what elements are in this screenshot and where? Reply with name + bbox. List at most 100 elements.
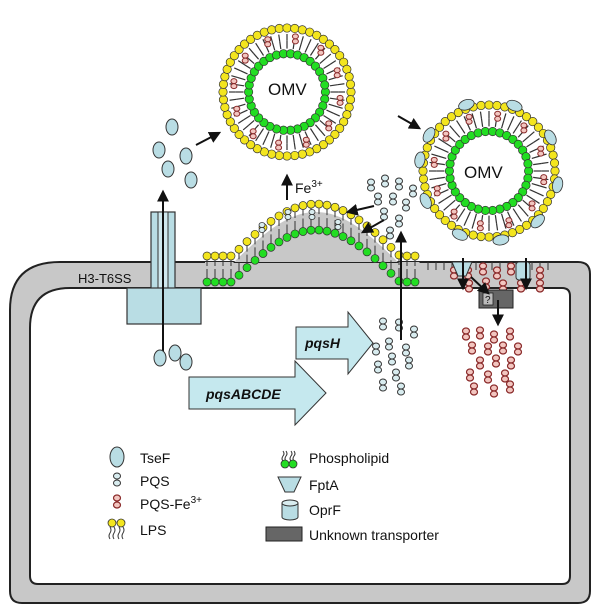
oprf-icon <box>281 499 299 521</box>
pqs-fe-molecule <box>336 94 344 101</box>
tsef-protein <box>506 99 523 112</box>
lps-icon <box>107 518 126 540</box>
tsef-particle <box>179 353 193 371</box>
pqs-fe-molecule <box>491 354 501 362</box>
phospholipid-head <box>386 268 396 278</box>
lps-head <box>297 149 307 159</box>
pqs-molecule <box>409 184 417 192</box>
omv-right <box>414 98 564 246</box>
pqs-molecule <box>385 337 393 345</box>
pqs-fe-molecule <box>302 136 310 143</box>
tsef-particle <box>165 118 179 136</box>
pqs-molecule <box>334 219 342 225</box>
lps-head <box>370 228 380 237</box>
lps-head <box>430 203 440 214</box>
lps-head <box>266 216 276 226</box>
phospholipid-head <box>226 277 236 287</box>
lps-head <box>344 72 354 82</box>
legend-pqs-fe: PQS-Fe3+ <box>140 495 202 512</box>
pqs-molecule <box>284 209 292 215</box>
phospholipid-head <box>338 232 348 241</box>
tsef-particle <box>168 344 182 362</box>
phospholipid-head <box>330 228 340 238</box>
pqs-fe-molecule <box>520 122 528 129</box>
tsef-protein <box>492 234 510 246</box>
pqs-fe-molecule <box>442 130 450 137</box>
phospholipid-head <box>210 277 220 287</box>
lps-head <box>345 95 356 105</box>
phospholipid-head <box>322 226 332 236</box>
pqs-molecule <box>395 177 403 185</box>
phospholipid-head <box>266 242 276 252</box>
lps-head <box>218 79 229 89</box>
pqs-molecule <box>397 382 405 390</box>
lps-head <box>218 87 228 97</box>
lps-head <box>476 100 486 111</box>
pqs-fe-molecule <box>465 368 475 376</box>
pqsh-gene-arrow <box>295 310 374 376</box>
pqs-fe-inside-group <box>461 326 523 398</box>
phospholipid-head <box>320 80 330 90</box>
lps-head <box>346 87 356 97</box>
lps-head <box>330 202 340 212</box>
pqs-fe-molecule <box>275 139 283 146</box>
legend-unknown-transporter: Unknown transporter <box>309 527 439 543</box>
pqs-molecule <box>379 378 387 386</box>
pqs-fe-molecule <box>241 52 249 59</box>
phospholipid-head <box>298 227 308 236</box>
pqs-fe-molecule <box>516 279 526 287</box>
lps-head <box>335 123 345 133</box>
tsef-particle <box>161 160 175 178</box>
pqs-fe-molecule <box>333 67 341 74</box>
lps-head <box>234 129 244 139</box>
lps-head <box>234 244 244 254</box>
pqs-fe-molecule <box>233 105 241 112</box>
pqs-fe-icon <box>112 494 122 509</box>
lps-head <box>306 199 316 209</box>
lps-head <box>290 203 300 213</box>
lps-head <box>345 79 356 89</box>
pqs-fe-molecule <box>264 36 272 43</box>
tsef-particle <box>152 141 166 159</box>
lps-head <box>538 203 548 214</box>
pqs-fe-molecule <box>489 330 499 338</box>
tsef-icon <box>109 446 125 468</box>
tsef-protein <box>544 129 557 146</box>
pqs-molecule <box>374 360 382 368</box>
tsef-inside-group <box>153 344 193 371</box>
pqs-fe-molecule <box>498 279 508 287</box>
lps-head <box>468 230 478 240</box>
lps-head <box>322 200 332 210</box>
pqs-molecule <box>402 343 410 351</box>
pqs-fe-molecule <box>464 279 474 287</box>
lps-head <box>202 251 212 261</box>
pqs-molecule <box>405 356 413 364</box>
tsef-protein <box>419 192 432 209</box>
lps-head <box>246 140 256 150</box>
lps-head <box>542 197 552 207</box>
lps-head <box>324 135 334 145</box>
lps-head <box>282 23 292 33</box>
lps-head <box>290 150 300 161</box>
pqs-molecule <box>402 198 410 206</box>
lps-head <box>435 210 445 220</box>
tsef-outside-group <box>152 118 198 189</box>
pqs-fe-molecule <box>291 33 299 40</box>
phospholipid-head <box>258 249 268 258</box>
legend-tsef: TseF <box>140 450 170 466</box>
pqs-molecule <box>372 342 380 350</box>
phospholipid-head <box>362 247 372 257</box>
tsef-particle <box>179 147 193 165</box>
legend-lps: LPS <box>140 522 166 538</box>
phospholipid-head <box>218 277 228 287</box>
pqs-fe-molecule <box>475 356 485 364</box>
lps-head <box>528 117 538 127</box>
phospholipid-head <box>306 225 316 235</box>
lps-head <box>548 150 558 160</box>
pqs-molecule <box>308 209 316 215</box>
lps-head <box>335 51 345 61</box>
tsef-protein <box>530 214 545 229</box>
pqs-fe-molecule <box>500 369 510 377</box>
lps-head <box>378 235 388 245</box>
